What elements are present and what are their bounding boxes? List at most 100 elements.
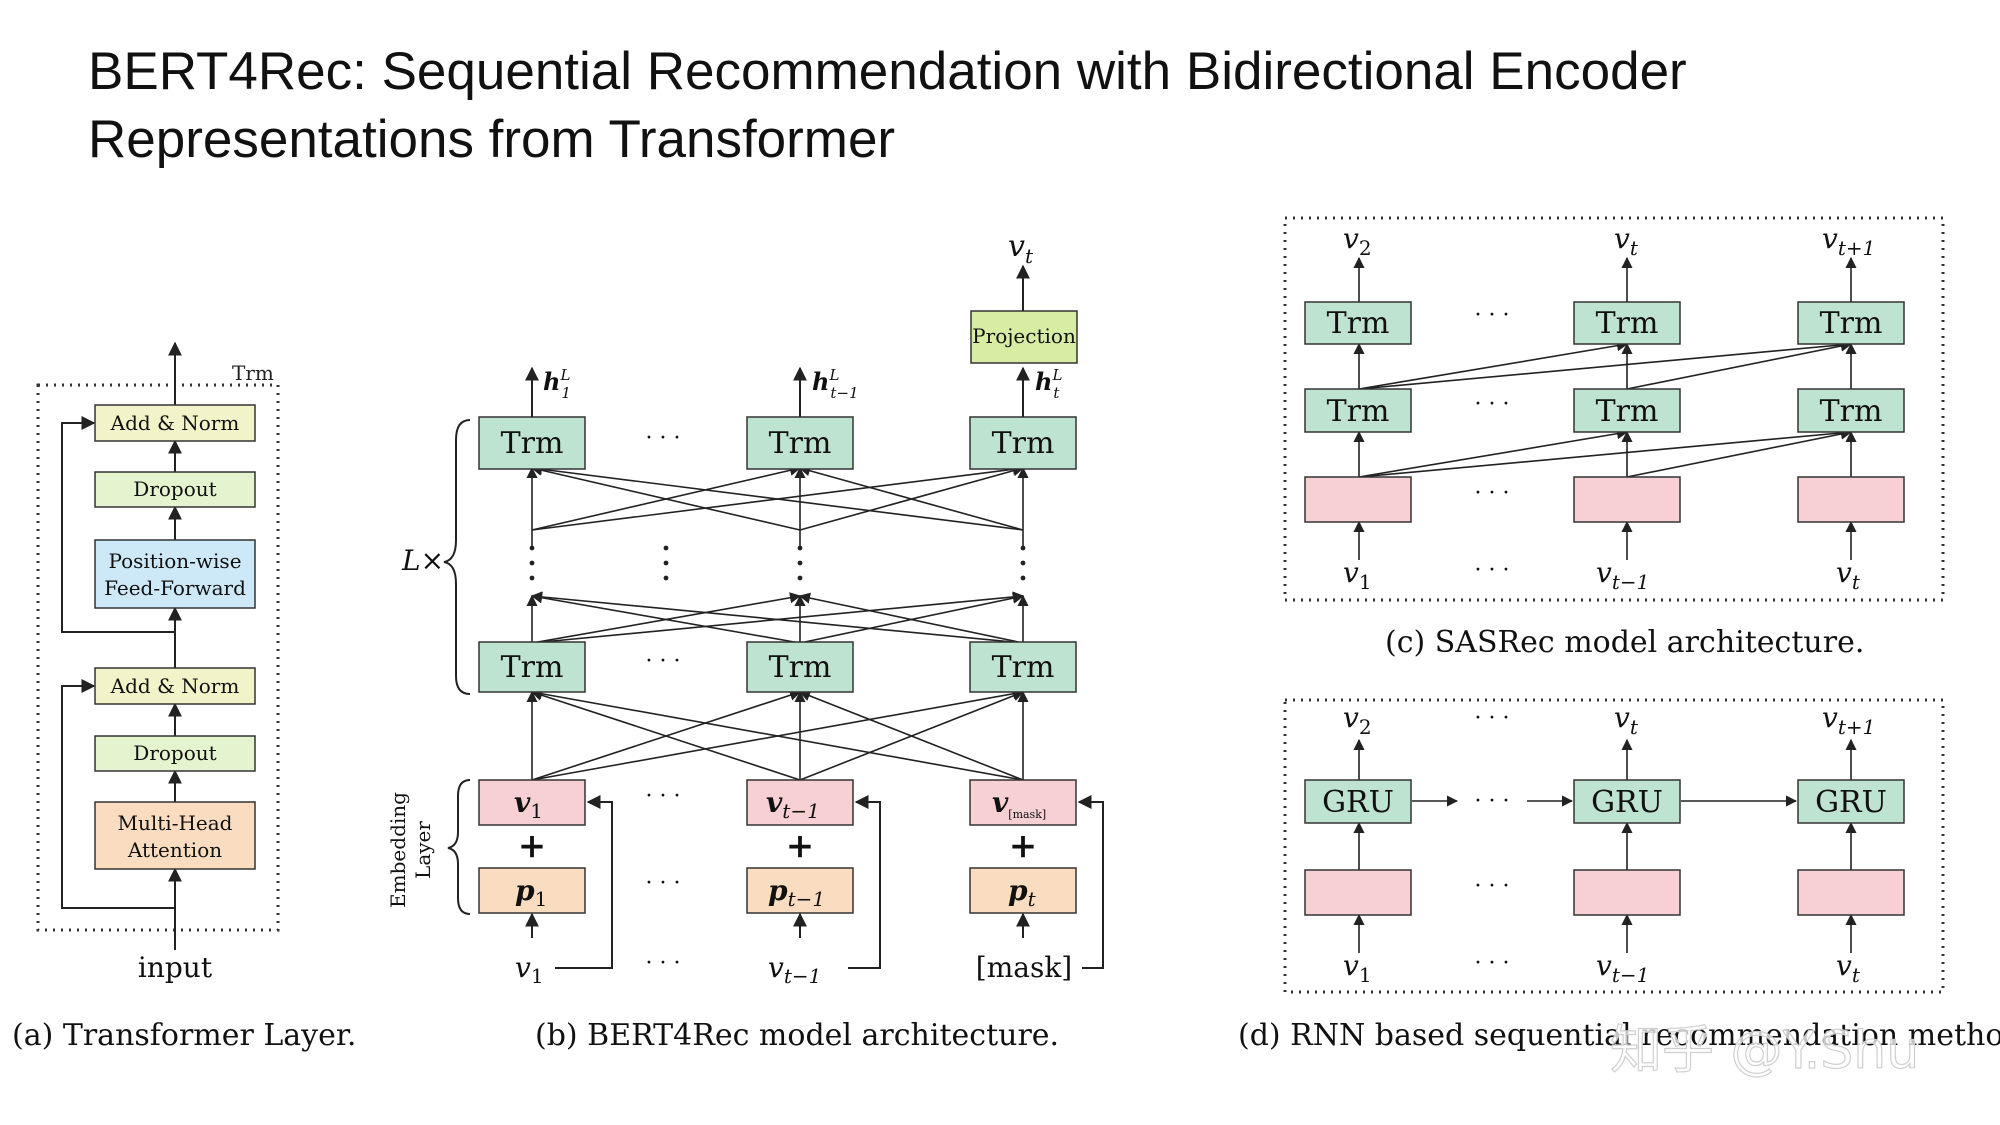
multi-head-attention-line1: Multi-Head (118, 811, 233, 835)
rnn-ellipsis-input: · · · (1475, 951, 1510, 976)
dropout-bottom-label: Dropout (133, 741, 216, 765)
sasrec-in-vt1: vt−1 (1596, 556, 1649, 594)
trm-frame-label: Trm (232, 361, 274, 385)
dropout-top-box (94, 471, 256, 508)
plus-3: + (1009, 826, 1038, 866)
multi-head-attention-box (94, 801, 256, 870)
output-vt-label: vt (1008, 229, 1034, 268)
trm-top-3-label: Trm (992, 426, 1055, 461)
rnn-in-vt1: vt−1 (1596, 949, 1649, 987)
projection-label: Projection (972, 324, 1076, 348)
sasrec-ellipsis-4: · · · (1475, 558, 1510, 583)
panel-b-bert4rec: Trm Trm Trm · · · Trm Trm Trm · · · L× h… (386, 229, 1104, 1053)
feed-forward-box (94, 539, 256, 609)
position-p1-box (478, 867, 586, 914)
panel-d-rnn: v2 vt vt+1 · · · GRU GRU (1238, 698, 2000, 1053)
rnn-ellipsis-top: · · · (1475, 706, 1510, 731)
sasrec-trm-top-3 (1797, 301, 1905, 345)
embedding-vmask-label: v[mask] (992, 786, 1046, 821)
trm-bottom-3-label: Trm (992, 650, 1055, 685)
gru-3-label: GRU (1815, 785, 1887, 820)
plus-1: + (518, 826, 547, 866)
sasrec-trm-top-2 (1573, 301, 1681, 345)
input-v1-label: v1 (515, 951, 544, 988)
caption-c: (c) SASRec model architecture. (1385, 625, 1864, 660)
gru-1 (1304, 779, 1412, 824)
input-mask-label: [mask] (976, 951, 1072, 984)
sasrec-embedding-3 (1797, 476, 1905, 523)
trm-bottom-2-label: Trm (769, 650, 832, 685)
ellipsis-input: · · · (646, 951, 681, 976)
layers-brace (443, 419, 471, 695)
embedding-label-1: Embedding (386, 792, 410, 908)
caption-d: (d) RNN based sequential recommendation … (1238, 1018, 2000, 1053)
sasrec-embedding-1 (1304, 476, 1412, 523)
trm-top-2-label: Trm (769, 426, 832, 461)
sasrec-embedding-2 (1573, 476, 1681, 523)
sasrec-trm-top-3-label: Trm (1820, 306, 1883, 341)
trm-bottom-1-label: Trm (501, 650, 564, 685)
sasrec-trm-top-1 (1304, 301, 1412, 345)
position-pt1-label: pt−1 (768, 874, 825, 911)
layer-stack-dots (529, 545, 1026, 581)
plus-2: + (786, 826, 815, 866)
panel-a-transformer-layer: Trm Add & Norm Dropout Position-wise Fee… (12, 341, 356, 1053)
sasrec-connections (1353, 256, 1857, 560)
embedding-v1-box (478, 779, 586, 826)
ellipsis-position: · · · (646, 871, 681, 896)
sasrec-in-vt: vt (1836, 556, 1861, 594)
rnn-embedding-3 (1797, 869, 1905, 916)
embedding-label-2: Layer (411, 821, 435, 879)
sasrec-trm-top-2-label: Trm (1596, 306, 1659, 341)
rnn-ellipsis-gru: · · · (1475, 789, 1510, 814)
trm-top-1-label: Trm (501, 426, 564, 461)
feed-forward-line1: Position-wise (108, 549, 241, 573)
rnn-connections (1353, 738, 1857, 953)
rnn-out-vt: vt (1614, 701, 1639, 739)
multi-head-attention-line2: Attention (127, 838, 222, 862)
sasrec-trm-bottom-3-label: Trm (1820, 394, 1883, 429)
gru-1-label: GRU (1322, 785, 1394, 820)
rnn-in-vt: vt (1836, 949, 1861, 987)
add-norm-top-label: Add & Norm (110, 411, 240, 435)
position-pt-label: pt (1008, 874, 1037, 911)
rnn-embedding-2 (1573, 869, 1681, 916)
gru-3 (1797, 779, 1905, 824)
input-label: input (138, 951, 213, 984)
watermark: 知乎 @Y.Shu (1610, 1021, 1919, 1081)
trm-top-1 (478, 416, 586, 470)
rnn-ellipsis-embedding: · · · (1475, 874, 1510, 899)
position-p1-label: p1 (515, 874, 547, 911)
sasrec-trm-bottom-2-label: Trm (1596, 394, 1659, 429)
sasrec-ellipsis-2: · · · (1475, 392, 1510, 417)
sasrec-out-vt: vt (1614, 222, 1639, 260)
embedding-vt1-box (746, 779, 854, 826)
trm-bottom-2 (746, 641, 854, 693)
rnn-in-v1: v1 (1343, 949, 1372, 987)
skip-arrow-1 (555, 795, 613, 969)
residual-top (61, 416, 175, 633)
sasrec-ellipsis-1: · · · (1475, 303, 1510, 328)
gru-2-label: GRU (1591, 785, 1663, 820)
embedding-vt1-label: vt−1 (766, 786, 820, 823)
rnn-dotted-frame (1283, 698, 1945, 994)
feed-forward-line2: Feed-Forward (104, 576, 246, 600)
slide-title: BERT4Rec: Sequential Recommendation with… (88, 42, 1687, 169)
sasrec-trm-bottom-1 (1304, 388, 1412, 433)
middle-attention-lines (526, 591, 1029, 644)
trm-dotted-frame (36, 383, 280, 932)
caption-b: (b) BERT4Rec model architecture. (535, 1018, 1059, 1053)
add-norm-bottom-box (94, 667, 256, 705)
residual-bottom (61, 679, 175, 909)
sasrec-ellipsis-3: · · · (1475, 481, 1510, 506)
caption-a: (a) Transformer Layer. (12, 1018, 356, 1053)
sasrec-dotted-frame (1283, 216, 1945, 602)
embedding-brace (447, 779, 471, 915)
rnn-embedding-1 (1304, 869, 1412, 916)
sasrec-out-vt1: vt+1 (1822, 222, 1875, 260)
add-norm-bottom-label: Add & Norm (110, 674, 240, 698)
